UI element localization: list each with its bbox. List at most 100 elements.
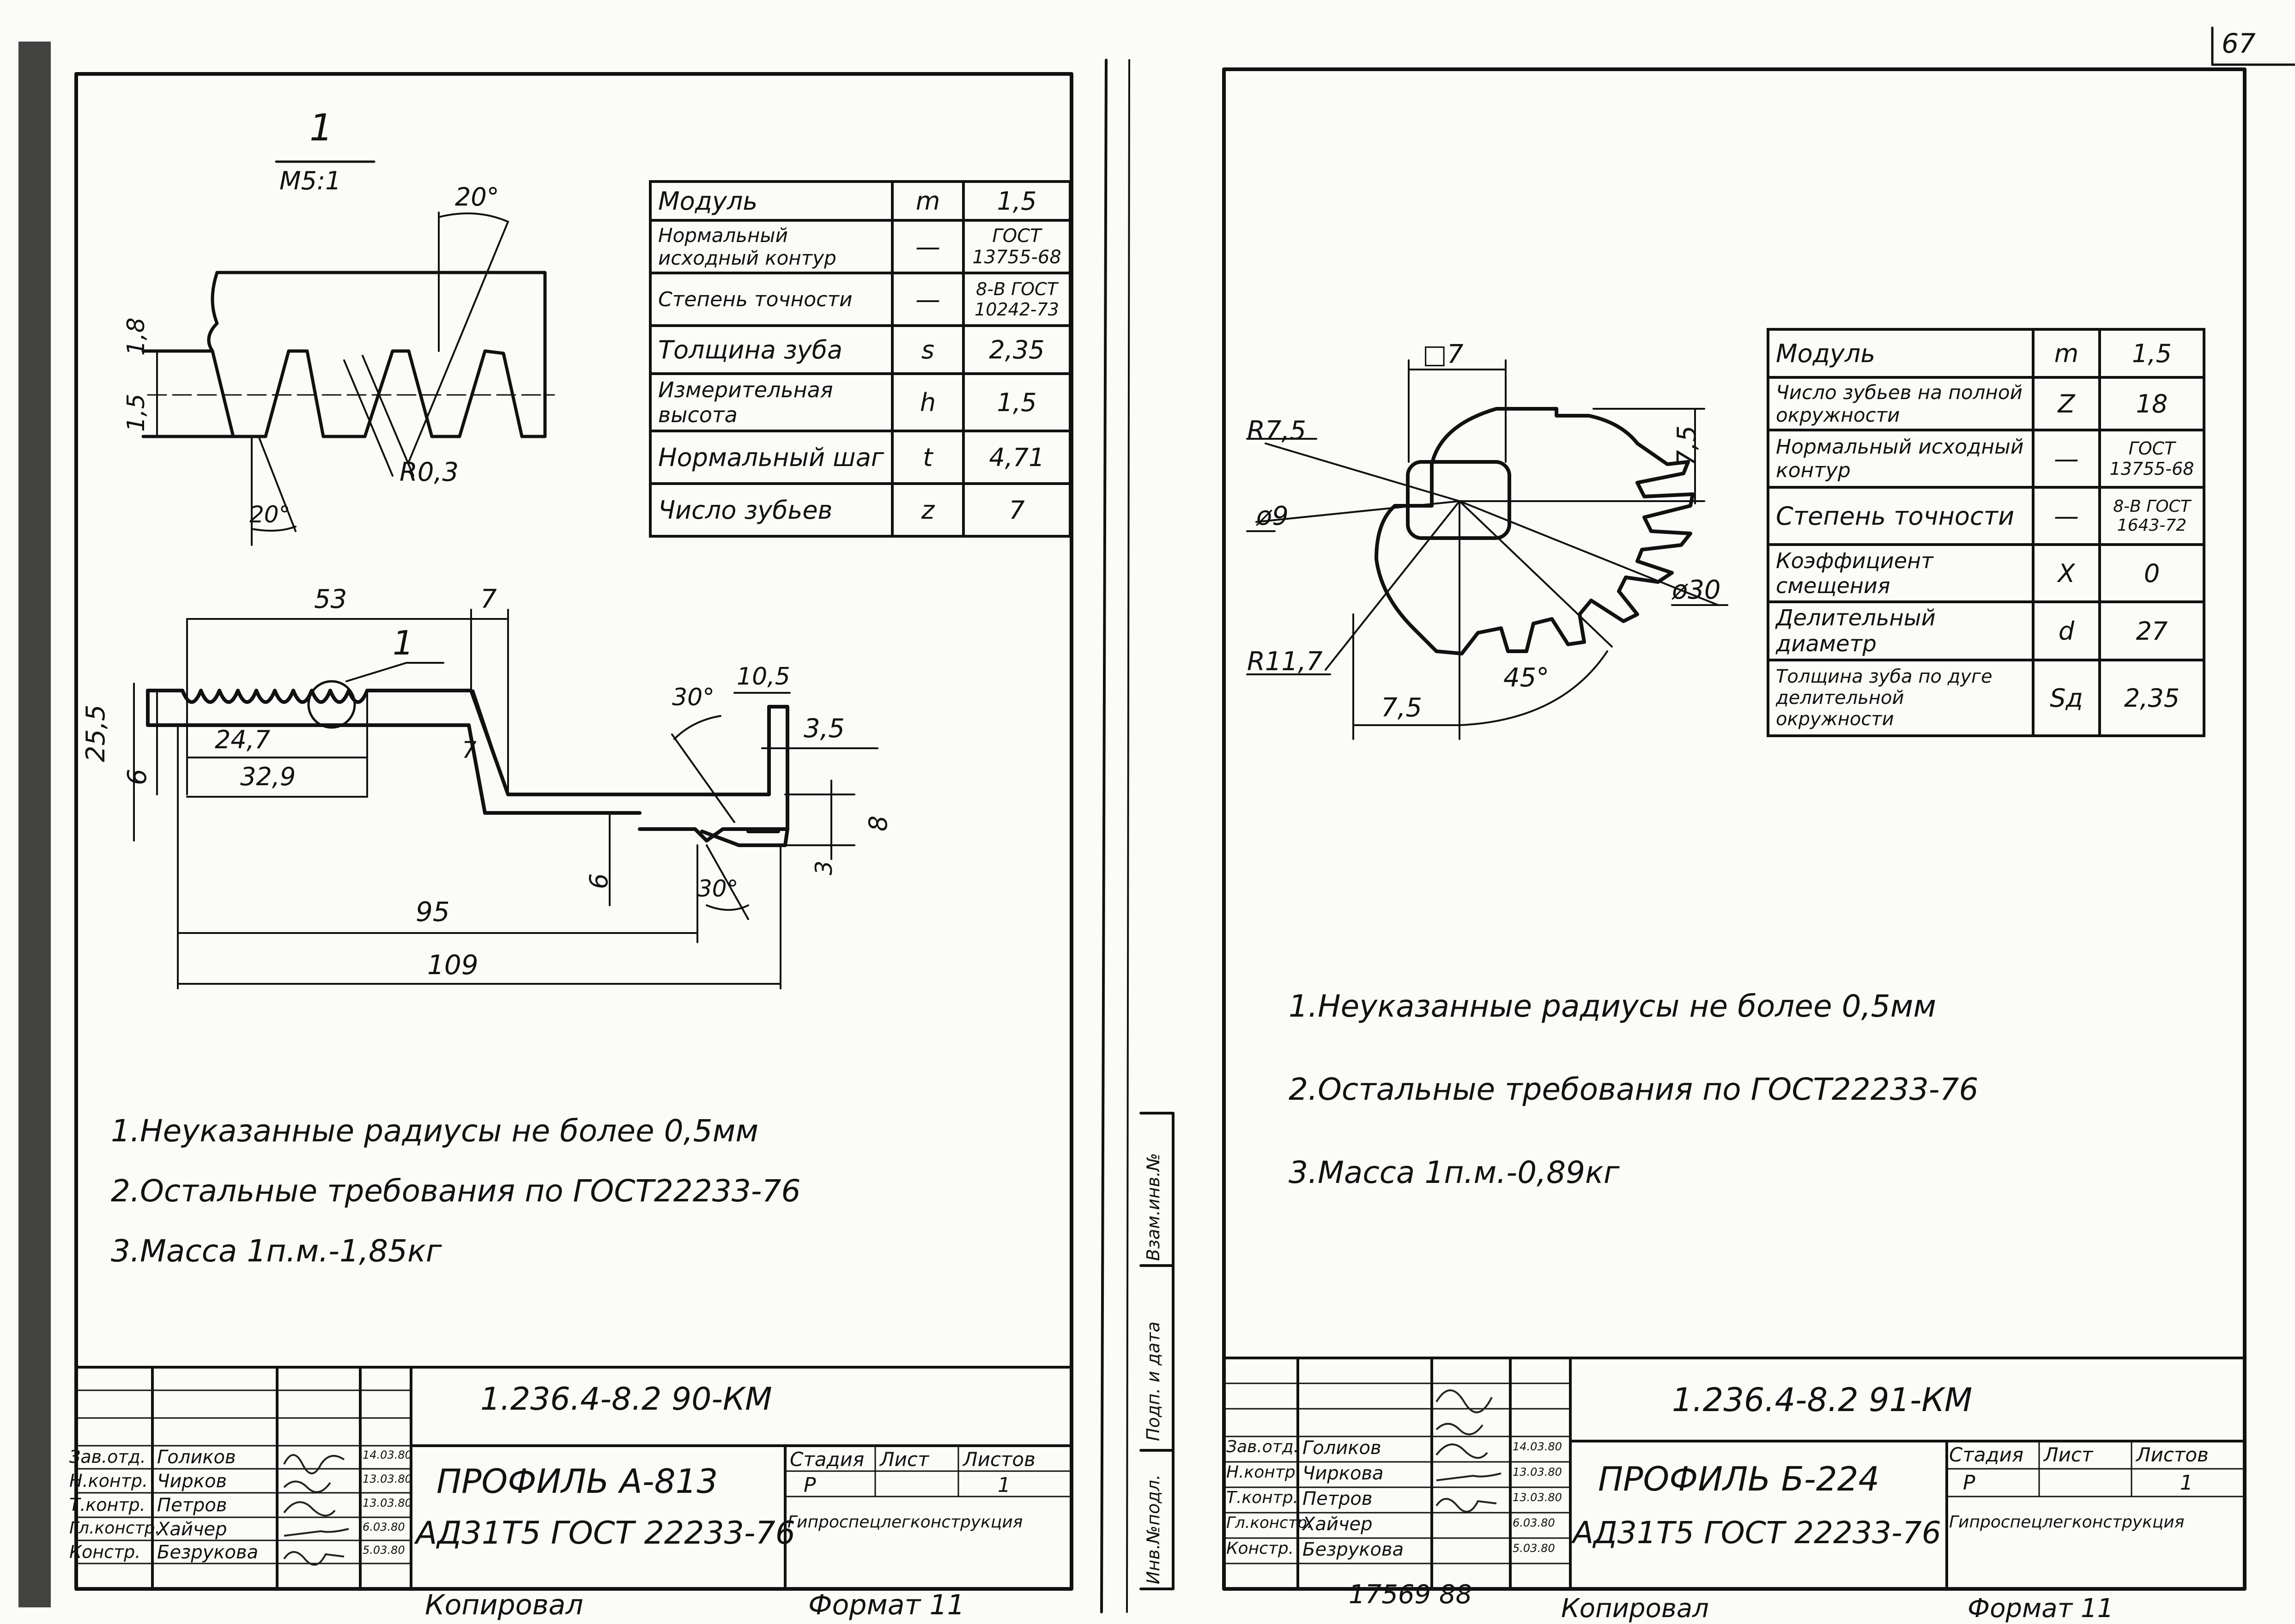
dim-6a: 6 <box>122 769 152 785</box>
sheet2-name-2: Петров <box>1302 1488 1373 1509</box>
dim-10-5: 10,5 <box>737 663 790 691</box>
sheet2-date-1: 13.03.80 <box>1513 1466 1562 1479</box>
table-row: Степень точности — 8-В ГОСТ 10242-73 <box>649 272 1072 327</box>
table-row: Делительный диаметр d 27 <box>1767 600 2205 661</box>
sheet2-role-2: Т.контр. <box>1226 1488 1299 1507</box>
sheet1-name-2: Петров <box>157 1495 227 1516</box>
sheet2-name-3: Хайчер <box>1302 1514 1373 1535</box>
dim-25-5: 25,5 <box>81 704 111 762</box>
spec-name: Число зубьев на полной окружности <box>1767 376 2035 431</box>
sheet2-frame <box>1222 67 2247 1591</box>
sheet2-date-4: 5.03.80 <box>1513 1542 1555 1555</box>
detail-callout-circle <box>307 680 356 729</box>
sheet1-note-2: 2.Остальные требования по ГОСТ22233-76 <box>111 1173 801 1209</box>
sheet1-name-3: Хайчер <box>157 1519 227 1540</box>
table-row: Нормальный исходный контур — ГОСТ 13755-… <box>649 219 1072 274</box>
table-row: Модуль m 1,5 <box>1767 328 2205 379</box>
dim-8: 8 <box>864 815 893 831</box>
spec-symbol: t <box>891 430 965 485</box>
sheet2-role-4: Констр. <box>1226 1539 1294 1558</box>
dim-vertical-7-5: 7,5 <box>1672 425 1702 467</box>
spec-value: ГОСТ 13755-68 <box>2098 429 2205 489</box>
spec-name: Нормальный шаг <box>649 430 894 485</box>
table-row: Коэффициент смещения X 0 <box>1767 543 2205 603</box>
spec-value: 4,71 <box>962 430 1072 485</box>
sheet2-note-1: 1.Неуказанные радиусы не более 0,5мм <box>1289 988 1937 1024</box>
sheet2-drawing-title: ПРОФИЛЬ Б-224 <box>1598 1460 1880 1498</box>
spec-name: Число зубьев <box>649 482 894 538</box>
spec-name: Толщина зуба <box>649 324 894 375</box>
sheet1-stage-label: Стадия <box>790 1448 865 1471</box>
sheet2-dimension-lines <box>1246 359 1728 740</box>
spec-name: Степень точности <box>1767 486 2035 546</box>
dim-horizontal-7-5: 7,5 <box>1381 693 1423 723</box>
spec-symbol: Sд <box>2032 659 2101 737</box>
sheet1-stage: Р <box>804 1473 816 1497</box>
dim-dia-30: ø30 <box>1672 575 1721 605</box>
table-row: Измерительная высота h 1,5 <box>649 372 1072 432</box>
sheet2-title-block-lines <box>1223 1357 2246 1590</box>
sheet2-footer-copied: Копировал <box>1561 1594 1709 1624</box>
detail-angle-bottom: 20° <box>249 501 291 528</box>
sheet2-date-0: 14.03.80 <box>1513 1440 1562 1453</box>
sheet-fold-line <box>1100 59 1108 1613</box>
spec-name: Модуль <box>649 180 894 222</box>
dim-7b: 7 <box>462 737 477 764</box>
spec-value: 2,35 <box>962 324 1072 375</box>
detail-callout-label: 1 <box>393 624 414 662</box>
spec-symbol: d <box>2032 600 2101 661</box>
spec-value: 27 <box>2098 600 2205 661</box>
dim-53: 53 <box>314 584 347 614</box>
sheet1-sheet-number: 1 <box>998 1473 1011 1497</box>
spec-symbol: h <box>891 372 965 432</box>
dim-6b: 6 <box>584 873 613 889</box>
sheet1-date-4: 5.03.80 <box>363 1544 405 1557</box>
dim-30-deg-top: 30° <box>672 684 715 711</box>
sheet1-sheet-label: Лист <box>880 1448 929 1471</box>
sheet2-material: АД31Т5 ГОСТ 22233-76 <box>1573 1515 1941 1551</box>
sheet1-name-1: Чирков <box>157 1471 227 1492</box>
detail-radius: R0,3 <box>400 457 459 487</box>
table-row: Нормальный исходный контур — ГОСТ 13755-… <box>1767 429 2205 489</box>
sheet2-role-0: Зав.отд. <box>1226 1437 1299 1456</box>
sheet1-role-3: Гл.констр. <box>69 1519 160 1538</box>
sheet2-organization: Гипроспецлегконструкция <box>1949 1513 2185 1532</box>
dim-3-5: 3,5 <box>804 714 845 744</box>
sheet2-stage-label: Стадия <box>1949 1443 2024 1466</box>
sheet1-name-0: Голиков <box>157 1447 236 1468</box>
spec-symbol: s <box>891 324 965 375</box>
sheet2-note-2: 2.Остальные требования по ГОСТ22233-76 <box>1289 1072 1979 1107</box>
table-row: Степень точности — 8-В ГОСТ 1643-72 <box>1767 486 2205 546</box>
spec-name: Толщина зуба по дуге делительной окружно… <box>1767 659 2035 737</box>
spec-name: Измерительная высота <box>649 372 894 432</box>
spec-value: 2,35 <box>2098 659 2205 737</box>
spec-symbol: — <box>2032 486 2101 546</box>
table-row: Нормальный шаг t 4,71 <box>649 430 1072 485</box>
sheet1-material: АД31Т5 ГОСТ 22233-76 <box>416 1515 796 1551</box>
sheet2-drawing-code: 1.236.4-8.2 91-КМ <box>1672 1381 1973 1419</box>
side-stamp-replaced-inventory: Взам.инв.№ <box>1143 1153 1163 1261</box>
sheet1-role-4: Констр. <box>69 1542 141 1562</box>
sheet2-name-4: Безрукова <box>1302 1539 1404 1560</box>
sheet1-name-4: Безрукова <box>157 1542 259 1563</box>
spec-symbol: — <box>2032 429 2101 489</box>
spec-symbol: — <box>891 219 965 274</box>
sheet2-stage: Р <box>1963 1471 1975 1495</box>
spec-symbol: X <box>2032 543 2101 603</box>
sheet1-drawing-title: ПРОФИЛЬ А-813 <box>436 1462 718 1501</box>
dim-32-9: 32,9 <box>240 762 296 791</box>
spec-name: Коэффициент смещения <box>1767 543 2035 603</box>
spec-value: 7 <box>962 482 1072 538</box>
dim-30-deg-bottom: 30° <box>697 875 739 902</box>
view-scale: М5:1 <box>279 166 341 195</box>
sheet2-footer-format: Формат 11 <box>1968 1594 2114 1624</box>
sheet1-role-1: Н.контр. <box>69 1471 148 1491</box>
dim-95: 95 <box>416 896 450 927</box>
dim-r11-7: R11,7 <box>1247 647 1323 677</box>
sheet1-role-2: Т.контр. <box>69 1495 145 1515</box>
view-label: 1 <box>309 106 333 149</box>
sheet2-spec-table: Модуль m 1,5 Число зубьев на полной окру… <box>1767 328 2205 737</box>
sheet1-footer-format: Формат 11 <box>808 1589 965 1621</box>
binding-edge <box>18 42 51 1607</box>
